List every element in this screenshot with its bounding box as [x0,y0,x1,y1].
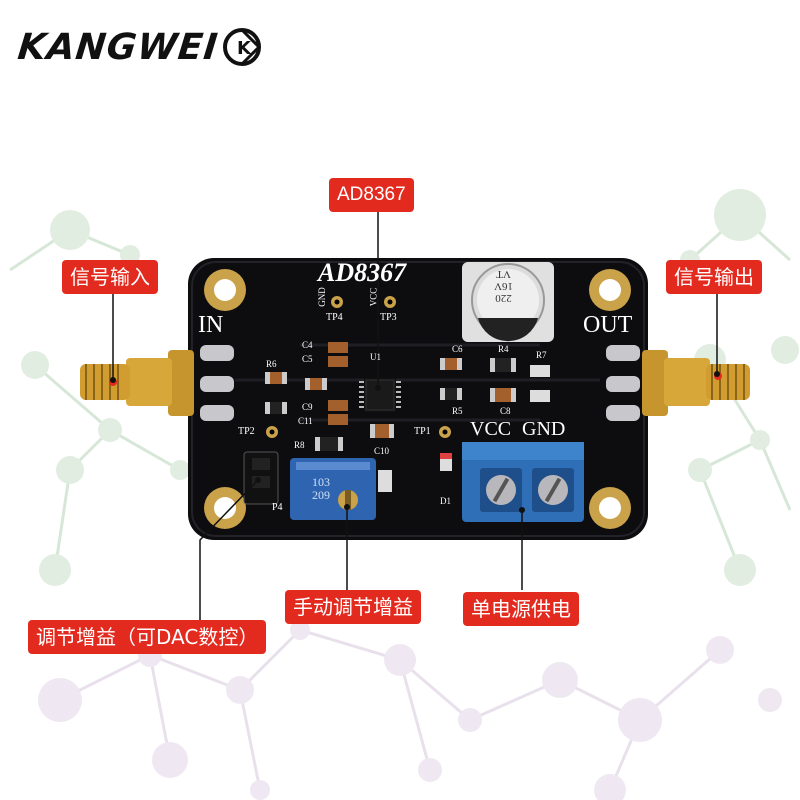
input-pads [200,345,234,421]
tp2-label: TP2 [238,426,255,437]
gnd-small-label: GND [316,287,327,307]
brand-logo-mark: K [223,28,262,66]
gnd-label: GND [522,418,566,440]
callout-signal-output: 信号输出 [666,260,762,294]
ref-c4: C4 [302,340,313,350]
mounting-holes [204,269,631,529]
board-title: AD8367 [318,258,407,287]
ref-c8: C8 [500,406,511,416]
ref-r8: R8 [294,440,305,450]
ref-u1: U1 [370,352,381,362]
tp4-label: TP4 [326,312,343,323]
ref-c5: C5 [302,354,313,364]
ref-r7: R7 [536,350,547,360]
screw-terminal [462,442,584,522]
trimmer-potentiometer [290,458,376,520]
brand-logo: KANGWEI K [15,22,262,72]
ref-c6: C6 [452,344,463,354]
sma-input-connector [80,350,194,416]
test-points [266,296,451,438]
brand-logo-text: KANGWEI [15,26,221,68]
callout-gain-dac: 调节增益（可DAC数控） [28,620,267,654]
tp3-label: TP3 [380,312,397,323]
molecule-background [9,189,799,800]
vcc-small-label: VCC [368,287,379,307]
smd-components [265,342,550,492]
ref-r5: R5 [452,406,463,416]
vcc-label: VCC [470,418,512,440]
callout-signal-input: 信号输入 [62,260,158,294]
in-label: IN [198,312,224,338]
ref-c11: C11 [298,416,313,426]
ref-r6: R6 [266,359,277,369]
callout-single-supply: 单电源供电 [463,592,579,626]
callout-chip: AD8367 [329,178,414,212]
pointer-lines [112,207,718,620]
callout-gain-manual: 手动调节增益 [285,590,421,624]
jumper-header [243,451,279,505]
ref-c10: C10 [374,446,390,456]
tp1-label: TP1 [414,426,431,437]
sma-output-connector [642,350,750,416]
brand-logo-letter: K [237,38,252,59]
ref-d1: D1 [440,496,451,506]
pcb-board [188,258,648,540]
output-pads [606,345,640,421]
ref-c9: C9 [302,402,313,412]
ad8367-chip [359,378,401,412]
p4-label: P4 [272,502,283,513]
out-label: OUT [583,312,633,338]
ref-r4: R4 [498,344,509,354]
electrolytic-capacitor [462,262,554,342]
